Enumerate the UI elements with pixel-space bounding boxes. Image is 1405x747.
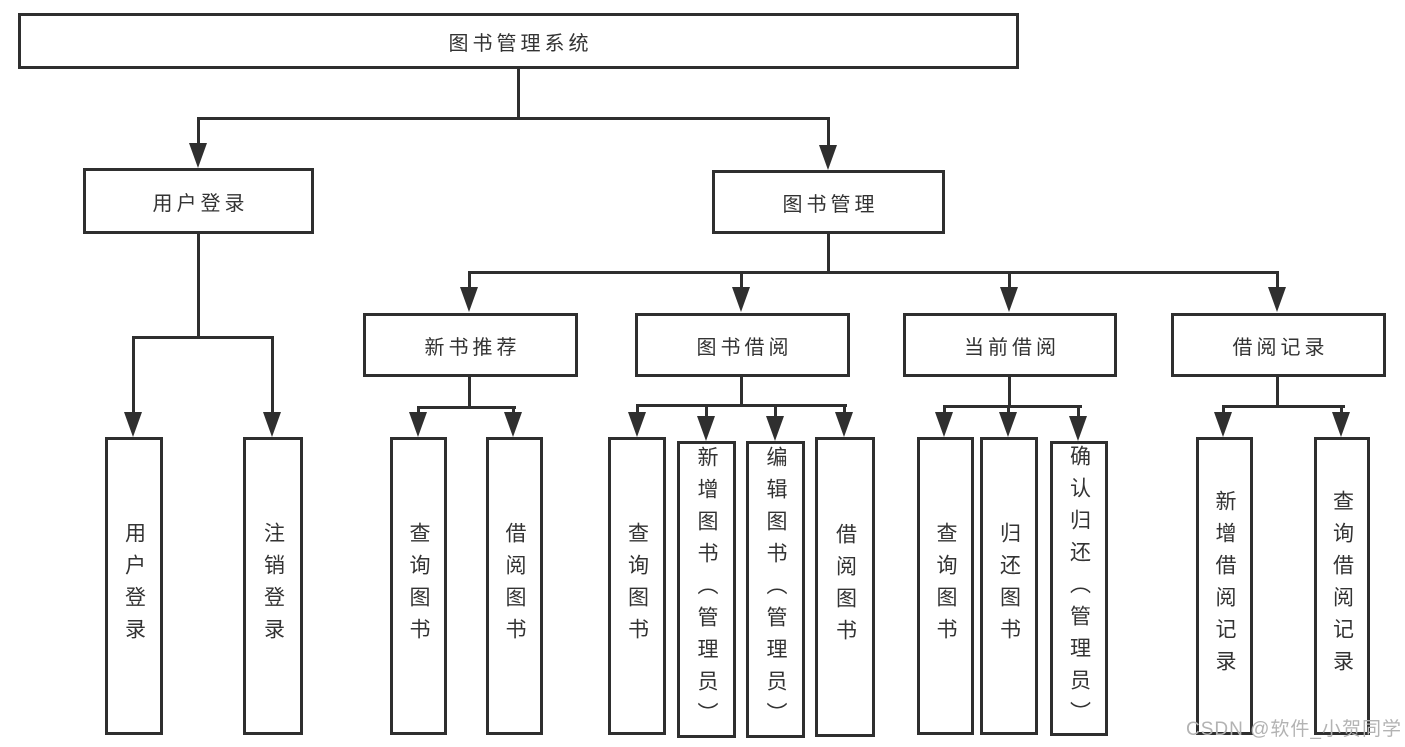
- leaf-borrowing-query-books: 查询图书: [608, 437, 666, 735]
- leaf-borrowing-add-books-admin: 新增图书（管理员）: [677, 441, 736, 738]
- arrowhead-down-icon: [732, 287, 750, 312]
- leaf-borrowing-borrow-books: 借阅图书: [815, 437, 875, 737]
- arrowhead-down-icon: [697, 416, 715, 441]
- edge-borrowing-stem: [740, 377, 743, 407]
- edge-leaf-shaft: [843, 404, 846, 414]
- edge-leaf-shaft: [774, 404, 777, 417]
- edge-leaf-shaft: [1077, 405, 1080, 418]
- edge-user-login-rail: [132, 336, 274, 339]
- arrowhead-down-icon: [1214, 412, 1232, 437]
- edge-leaf-shaft: [132, 336, 135, 414]
- arrowhead-down-icon: [189, 143, 207, 168]
- edge-current-rail: [943, 405, 1082, 408]
- arrowhead-down-icon: [409, 412, 427, 437]
- edge-leaf-shaft: [417, 406, 420, 416]
- arrowhead-down-icon: [819, 145, 837, 170]
- arrowhead-down-icon: [835, 412, 853, 437]
- leaf-label: 查询借阅记录: [1330, 490, 1354, 682]
- edge-borrowing-rail: [636, 404, 847, 407]
- edge-user-login-shaft: [197, 117, 200, 145]
- arrowhead-down-icon: [460, 287, 478, 312]
- leaf-label: 注销登录: [261, 522, 285, 650]
- edge-leaf-shaft: [512, 406, 515, 416]
- edge-leaf-shaft: [705, 404, 708, 417]
- arrowhead-down-icon: [1000, 287, 1018, 312]
- arrowhead-down-icon: [766, 416, 784, 441]
- edge-leaf-shaft: [271, 336, 274, 414]
- edge-level3-shaft: [740, 271, 743, 289]
- leaf-label: 新增借阅记录: [1213, 490, 1236, 682]
- leaf-current-query-books: 查询图书: [917, 437, 974, 735]
- arrowhead-down-icon: [1268, 287, 1286, 312]
- leaf-borrowing-edit-books-admin: 编辑图书（管理员）: [746, 441, 805, 738]
- leaf-label: 归还图书: [997, 522, 1021, 650]
- leaf-label: 编辑图书（管理员）: [764, 445, 787, 734]
- arrowhead-down-icon: [263, 412, 281, 437]
- leaf-newbook-query-books: 查询图书: [390, 437, 447, 735]
- edge-records-stem: [1276, 377, 1279, 408]
- node-library-management-system: 图书管理系统: [18, 13, 1019, 69]
- edge-root-stem: [517, 69, 520, 117]
- node-book-management: 图书管理: [712, 170, 945, 234]
- arrowhead-down-icon: [1069, 416, 1087, 441]
- leaf-label: 查询图书: [934, 522, 957, 650]
- edge-newbook-stem: [468, 377, 471, 409]
- leaf-records-query-borrow-record: 查询借阅记录: [1314, 437, 1370, 735]
- leaf-user-login: 用户登录: [105, 437, 163, 735]
- edge-newbook-rail: [417, 406, 516, 409]
- leaf-logout-login: 注销登录: [243, 437, 303, 735]
- leaf-newbook-borrow-books: 借阅图书: [486, 437, 543, 735]
- edge-book-mgmt-shaft: [827, 117, 830, 146]
- arrowhead-down-icon: [999, 412, 1017, 437]
- arrowhead-down-icon: [935, 412, 953, 437]
- edge-book-mgmt-rail: [468, 271, 1279, 274]
- leaf-records-add-borrow-record: 新增借阅记录: [1196, 437, 1253, 735]
- node-new-book-recommendation: 新书推荐: [363, 313, 578, 377]
- edge-leaf-shaft: [636, 404, 639, 414]
- edge-records-rail: [1222, 405, 1345, 408]
- edge-current-stem: [1008, 377, 1011, 408]
- arrowhead-down-icon: [628, 412, 646, 437]
- edge-leaf-shaft: [1222, 405, 1225, 415]
- node-current-borrowing: 当前借阅: [903, 313, 1117, 377]
- edge-root-rail: [197, 117, 830, 120]
- csdn-watermark: CSDN @软件_小贺同学: [1186, 719, 1402, 740]
- edge-book-mgmt-stem: [827, 234, 830, 274]
- leaf-label: 查询图书: [625, 522, 649, 650]
- leaf-label: 查询图书: [407, 522, 430, 650]
- edge-leaf-shaft: [943, 405, 946, 415]
- leaf-current-return-books: 归还图书: [980, 437, 1038, 735]
- arrowhead-down-icon: [124, 412, 142, 437]
- leaf-label: 确认归还（管理员）: [1067, 444, 1091, 733]
- node-user-login: 用户登录: [83, 168, 314, 234]
- node-borrowing-records: 借阅记录: [1171, 313, 1386, 377]
- arrowhead-down-icon: [504, 412, 522, 437]
- edge-level3-shaft: [468, 271, 471, 289]
- edge-user-login-stem: [197, 234, 200, 338]
- arrowhead-down-icon: [1332, 412, 1350, 437]
- leaf-label: 用户登录: [122, 522, 146, 650]
- leaf-current-confirm-return-admin: 确认归还（管理员）: [1050, 441, 1108, 736]
- leaf-label: 借阅图书: [503, 522, 526, 650]
- edge-level3-shaft: [1276, 271, 1279, 289]
- leaf-label: 借阅图书: [833, 523, 857, 651]
- edge-leaf-shaft: [1007, 405, 1010, 415]
- leaf-label: 新增图书（管理员）: [695, 445, 718, 734]
- node-book-borrowing: 图书借阅: [635, 313, 850, 377]
- edge-level3-shaft: [1008, 271, 1011, 289]
- edge-leaf-shaft: [1340, 405, 1343, 415]
